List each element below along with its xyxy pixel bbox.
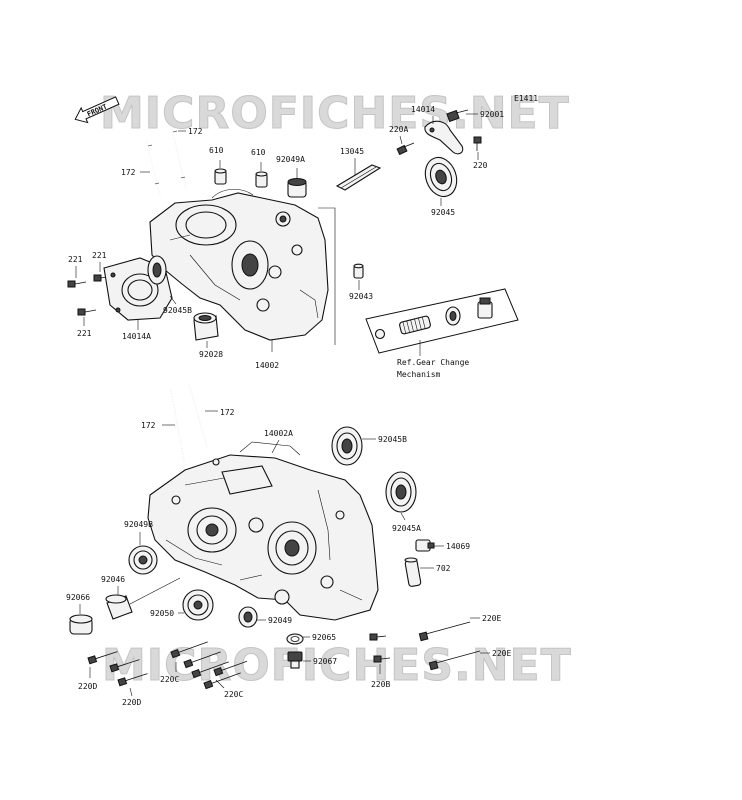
tube-702 — [404, 557, 422, 587]
leader-92046 — [129, 577, 181, 605]
gear-change-ref-box — [365, 288, 519, 354]
bearing-92045B-top — [147, 255, 167, 285]
label-220C-a: 220C — [160, 675, 179, 684]
label-92045B-top: 92045B — [163, 306, 192, 315]
watermark-top: MICROFICHES.NET — [100, 88, 570, 139]
dowel-610-b — [255, 171, 268, 188]
label-220D-b: 220D — [122, 698, 141, 707]
label-92049A: 92049A — [276, 155, 305, 164]
label-92065: 92065 — [312, 633, 336, 642]
guide-13045 — [335, 164, 382, 191]
screw-220 — [473, 136, 482, 151]
label-92067: 92067 — [313, 657, 337, 666]
seal-92050 — [182, 589, 214, 621]
oil-seal-92049 — [238, 606, 258, 628]
oil-seal-92049A — [287, 178, 307, 198]
label-14069: 14069 — [446, 542, 470, 551]
label-92043: 92043 — [349, 292, 373, 301]
label-14014A: 14014A — [122, 332, 151, 341]
label-92028: 92028 — [199, 350, 223, 359]
label-221-a: 221 — [68, 255, 83, 264]
washer-92065 — [286, 633, 304, 645]
label-14014: 14014 — [411, 105, 435, 114]
label-610-a: 610 — [209, 146, 224, 155]
label-220E-a: 220E — [482, 614, 501, 623]
label-221-b: 221 — [92, 251, 107, 260]
screw-220B-a — [369, 633, 387, 641]
crankcase-right-14002A — [147, 441, 379, 621]
dowel-610-a — [214, 168, 227, 185]
screw-221-a — [67, 280, 87, 288]
label-92001: 92001 — [480, 110, 504, 119]
watermark-bottom: MICROFICHES.NET — [102, 640, 572, 691]
label-221-c: 221 — [77, 329, 92, 338]
label-220B: 220B — [371, 680, 390, 689]
label-92045B-bottom: 92045B — [378, 435, 407, 444]
crankcase-left-14002 — [149, 192, 329, 341]
bushing-92046 — [105, 594, 133, 620]
ref-note-line1: Ref.Gear Change — [397, 358, 469, 367]
screw-220B-b — [373, 655, 391, 663]
label-92045: 92045 — [431, 208, 455, 217]
label-92050: 92050 — [150, 609, 174, 618]
screw-group-220D — [87, 651, 148, 687]
ref-note-line2: Mechanism — [397, 370, 441, 379]
screw-group-220C — [170, 641, 248, 690]
stud-172-bottom-left — [170, 389, 186, 467]
bearing-92045A — [385, 471, 417, 513]
label-14002A: 14002A — [264, 429, 293, 438]
drain-bolt-92067 — [287, 651, 303, 669]
label-172-top-left: 172 — [121, 168, 136, 177]
label-610-b: 610 — [251, 148, 266, 157]
fitting-14069 — [415, 539, 435, 552]
diagram-code: E1411 — [514, 94, 538, 103]
label-92046: 92046 — [101, 575, 125, 584]
label-702: 702 — [436, 564, 451, 573]
stud-172-left — [145, 139, 161, 197]
pin-92043 — [353, 263, 364, 279]
bearing-92045 — [424, 156, 458, 198]
cover-14014 — [424, 120, 464, 155]
screw-220A — [396, 142, 415, 156]
label-172-bottom-left: 172 — [141, 421, 156, 430]
bolt-220E-b — [428, 650, 481, 671]
bolt-220E-a — [418, 621, 471, 642]
label-14002: 14002 — [255, 361, 279, 370]
stud-172-bottom-right — [188, 383, 208, 448]
bushing-92028 — [193, 312, 219, 341]
label-220: 220 — [473, 161, 488, 170]
label-220C-b: 220C — [224, 690, 243, 699]
bearing-92045B-bottom — [331, 426, 363, 466]
stud-172-right — [170, 125, 187, 189]
oil-seal-92049B — [128, 545, 158, 575]
label-92049: 92049 — [268, 616, 292, 625]
label-92045A: 92045A — [392, 524, 421, 533]
label-220E-b: 220E — [492, 649, 511, 658]
screw-221-c — [77, 308, 97, 316]
label-220A: 220A — [389, 125, 408, 134]
label-13045: 13045 — [340, 147, 364, 156]
label-92066: 92066 — [66, 593, 90, 602]
label-172-bottom-right: 172 — [220, 408, 235, 417]
bolt-92001 — [446, 109, 469, 123]
label-92049B: 92049B — [124, 520, 153, 529]
gasket-outline — [211, 189, 254, 199]
label-172-top-right: 172 — [188, 127, 203, 136]
cap-92066 — [69, 614, 93, 635]
ref-leader-bracket — [318, 207, 336, 345]
label-220D-a: 220D — [78, 682, 97, 691]
